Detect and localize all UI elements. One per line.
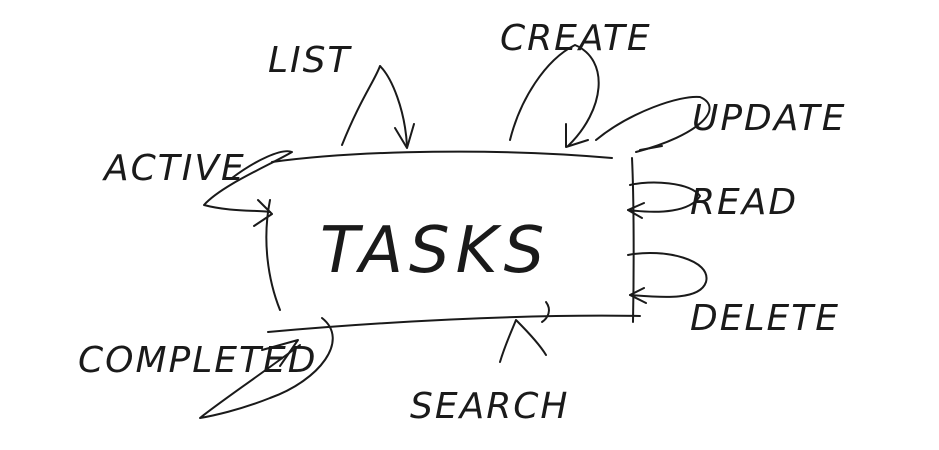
create-arrow-head [565, 123, 589, 148]
tasks-box-bottom [267, 314, 641, 333]
list-arrow-head [394, 123, 415, 149]
active-label: ACTIVE [102, 148, 246, 189]
search-label: SEARCH [410, 386, 569, 427]
delete-arrow [627, 252, 708, 298]
list-label: LIST [268, 40, 353, 81]
create-label: CREATE [500, 18, 652, 59]
delete-label: DELETE [690, 298, 840, 339]
read-arrow-head [627, 202, 645, 219]
tasks-box-right [631, 157, 635, 323]
search-arrow-tail [541, 301, 550, 323]
read-label: READ [690, 182, 798, 223]
completed-label: COMPLETED [78, 340, 318, 381]
update-label: UPDATE [692, 98, 847, 139]
update-arrow [595, 95, 711, 153]
create-arrow [509, 44, 600, 147]
update-arrow-head [639, 145, 663, 151]
search-arrow [499, 319, 547, 363]
delete-arrow-head [629, 287, 647, 304]
read-arrow [627, 181, 701, 213]
completed-arrow [199, 317, 334, 419]
active-arrow [203, 150, 293, 213]
tasks-box-top [271, 150, 613, 163]
list-arrow [341, 65, 408, 147]
tasks-label: TASKS [320, 214, 550, 288]
completed-arrow-head [261, 339, 299, 367]
active-arrow-head [253, 199, 273, 227]
